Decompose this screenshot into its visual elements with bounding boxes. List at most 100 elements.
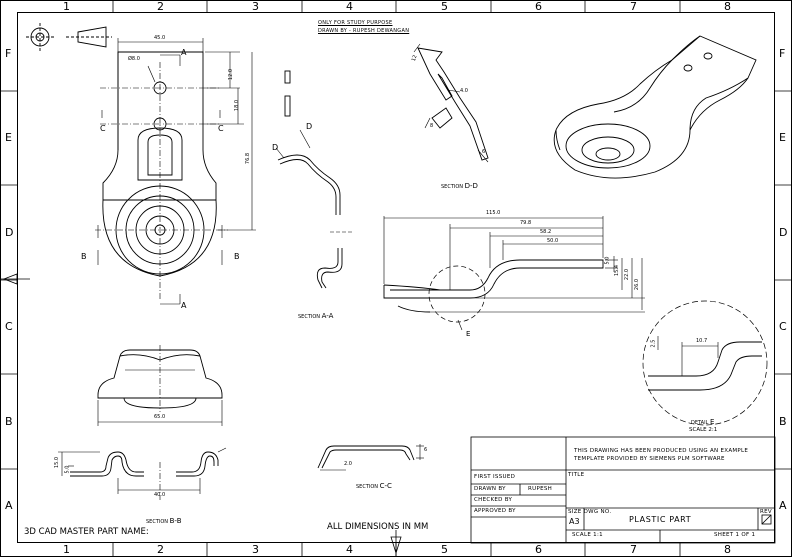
col-label-2-top: 2 <box>157 0 164 13</box>
dim-58: 58.2 <box>540 229 552 235</box>
section-aa-word: SECTION <box>298 314 321 320</box>
section-dd-word: SECTION <box>441 184 464 190</box>
section-dd-view <box>413 43 489 163</box>
section-bb-word: SECTION <box>146 519 169 525</box>
col-label-5-bottom: 5 <box>441 543 448 556</box>
col-label-3-top: 3 <box>252 0 259 13</box>
dim-22: 22.0 <box>624 268 631 281</box>
cut-label-e: E <box>466 330 471 338</box>
dim-18: 18.0 <box>234 99 241 112</box>
dim-dd-d4: 4.0 <box>460 88 468 94</box>
cut-label-c-left: C <box>100 124 106 133</box>
cut-label-b-right: B <box>234 252 240 261</box>
dim-dd-d6: 6 <box>482 149 486 155</box>
dim-26: 26.0 <box>634 278 641 291</box>
dim-top-width: 45.0 <box>154 35 166 41</box>
col-label-8-top: 8 <box>724 0 731 13</box>
rev-label: REV <box>760 509 772 515</box>
dim-2: 2.0 <box>344 461 352 467</box>
dim-15-b: 15.0 <box>54 456 61 469</box>
template-note-line2: TEMPLATE PROVIDED BY SIEMENS PLM SOFTWAR… <box>574 456 725 462</box>
row-label-e-left: E <box>5 131 12 144</box>
cut-label-d-left: D <box>272 143 279 152</box>
size-word: SIZE <box>568 509 582 515</box>
sheet-value: SHEET 1 OF 1 <box>714 532 756 538</box>
section-aa-label: SECTION A-A <box>298 313 333 320</box>
row-label-d-right: D <box>779 226 788 239</box>
cut-label-a-top: A <box>181 48 187 57</box>
size-value: A3 <box>569 517 580 526</box>
dim-dd-d8: 8 <box>430 123 434 129</box>
section-cc-word: SECTION <box>356 484 379 490</box>
section-cc-label: SECTION C-C <box>356 483 392 490</box>
row-label-c-left: C <box>5 320 13 333</box>
row-label-b-left: B <box>5 415 13 428</box>
study-purpose-note: ONLY FOR STUDY PURPOSE <box>318 20 393 26</box>
dim-50: 50.0 <box>547 238 559 244</box>
section-cc-id: C-C <box>379 482 392 490</box>
title-value: PLASTIC PART <box>629 515 692 524</box>
drawn-by-value: RUPESH <box>528 486 553 492</box>
section-bb-view <box>58 447 227 500</box>
section-aa-view <box>275 70 354 289</box>
cut-label-d-right: D <box>306 122 313 131</box>
detail-e-scale: SCALE 2:1 <box>689 427 718 433</box>
row-label-d-left: D <box>5 226 14 239</box>
col-label-1-bottom: 1 <box>63 543 70 556</box>
col-label-8-bottom: 8 <box>724 543 731 556</box>
dim-76: 76.8 <box>245 152 252 165</box>
dim-12: 12.0 <box>228 68 235 81</box>
row-label-a-left: A <box>5 499 13 512</box>
col-label-2-bottom: 2 <box>157 543 164 556</box>
row-label-c-right: C <box>779 320 787 333</box>
dim-15: 15.4 <box>614 264 621 277</box>
cut-label-c-right: C <box>218 124 224 133</box>
detail-e-word: DETAIL <box>691 420 709 426</box>
dim-10-7: 10.7 <box>696 338 708 344</box>
row-label-f-left: F <box>5 47 12 60</box>
size-label: SIZE DWG NO. <box>568 509 611 516</box>
title-label: TITLE <box>568 472 585 478</box>
side-section-view <box>383 216 645 331</box>
front-view-bottom <box>97 345 223 426</box>
section-aa-id: A-A <box>321 312 334 320</box>
isometric-view <box>553 35 757 179</box>
first-issued-label: FIRST ISSUED <box>474 474 516 480</box>
cut-label-b-left: B <box>81 252 87 261</box>
detail-e-view <box>642 300 768 426</box>
col-label-4-top: 4 <box>346 0 353 13</box>
col-label-3-bottom: 3 <box>252 543 259 556</box>
col-label-1-top: 1 <box>63 0 70 13</box>
dim-2-5: 2.5 <box>650 339 657 348</box>
col-label-6-bottom: 6 <box>535 543 542 556</box>
row-label-f-right: F <box>779 47 786 60</box>
dim-5-b: 5.0 <box>64 465 71 474</box>
section-dd-id: D-D <box>464 182 478 190</box>
projection-symbol-icon <box>26 23 112 51</box>
row-label-a-right: A <box>779 499 787 512</box>
detail-e-id: E <box>709 418 715 426</box>
col-label-5-top: 5 <box>441 0 448 13</box>
section-bb-id: B-B <box>169 517 182 525</box>
section-dd-label: SECTION D-D <box>441 183 478 190</box>
dim-79: 79.8 <box>520 220 532 226</box>
top-view <box>95 38 256 305</box>
checked-by-label: CHECKED BY <box>474 497 513 503</box>
row-label-e-right: E <box>779 131 786 144</box>
title-block <box>470 436 776 544</box>
section-cc-view <box>317 444 424 471</box>
all-dimensions-note: ALL DIMENSIONS IN MM <box>327 522 429 532</box>
dim-hole-dia: Ø8.0 <box>128 56 140 62</box>
scale-value: SCALE 1:1 <box>572 532 603 538</box>
detail-e-label: DETAIL E <box>691 419 714 426</box>
col-label-7-bottom: 7 <box>630 543 637 556</box>
col-label-4-bottom: 4 <box>346 543 353 556</box>
col-label-7-top: 7 <box>630 0 637 13</box>
dim-5: 5.0 <box>604 256 611 265</box>
col-label-6-top: 6 <box>535 0 542 13</box>
dim-6: 6 <box>424 447 428 453</box>
dim-40: 40.0 <box>154 492 166 498</box>
approved-by-label: APPROVED BY <box>474 508 516 514</box>
